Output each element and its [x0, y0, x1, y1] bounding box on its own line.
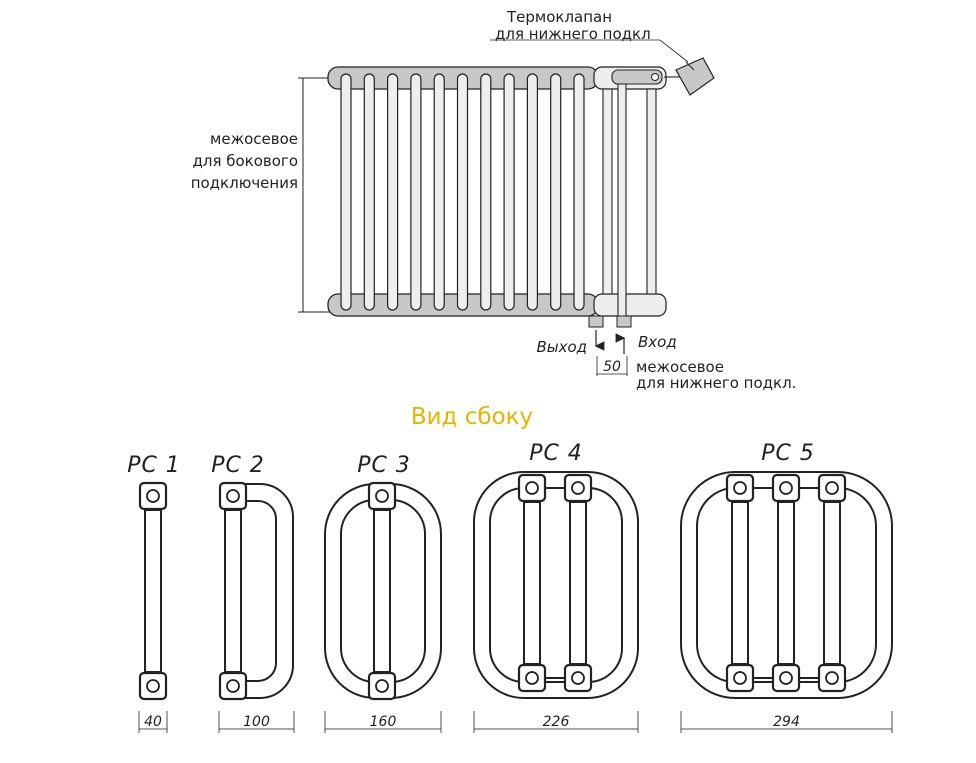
valve-bottom-block [593, 293, 667, 317]
bottom-axis-label-line2: для нижнего подкл. [636, 374, 796, 392]
fitting-hole-icon [375, 489, 389, 503]
fitting-hole-icon [571, 671, 585, 685]
radiator-tube [363, 73, 375, 311]
vertical-tube [569, 501, 587, 665]
loop-outer [473, 471, 639, 699]
radiator-tube [433, 73, 445, 311]
loop-inner [489, 487, 623, 683]
thermostatic-head-leader [685, 61, 695, 71]
thermovalve-label-line1: Термоклапан [506, 8, 612, 26]
bottom-axis-label-line1: межосевое [636, 358, 724, 376]
loop-inner [241, 500, 277, 682]
model-name: PC 4 [529, 441, 583, 466]
radiator-tube [480, 73, 492, 311]
model-name: PC 5 [761, 441, 815, 466]
width-value: 226 [543, 714, 570, 730]
side-axis-label-line2: для бокового [193, 152, 299, 170]
valve-handle [611, 69, 663, 85]
fitting-hole-icon [375, 679, 389, 693]
fitting-hole-icon [525, 481, 539, 495]
thermovalve-leader [490, 39, 689, 63]
fitting-hole-icon [571, 481, 585, 495]
width-value: 294 [773, 714, 800, 730]
thermovalve-label-line2: для нижнего подкл [495, 25, 651, 43]
radiator-tube [387, 73, 399, 311]
width-value: 100 [243, 714, 270, 730]
fitting-hole-icon [779, 481, 793, 495]
thermostatic-head [675, 57, 715, 96]
inlet-stub [616, 315, 632, 328]
side-view-models: PC 1 40 PC 2 100 PC 3 160 PC 4 226 PC 5 294 [127, 441, 893, 733]
valve-riser-left [602, 88, 613, 295]
fitting-hole-icon [825, 671, 839, 685]
model-name: PC 2 [211, 453, 265, 478]
fitting-hole-icon [146, 679, 160, 693]
vertical-tube [777, 501, 795, 665]
fitting-hole-icon [779, 671, 793, 685]
radiator-tube [410, 73, 422, 311]
valve-handle-hole-icon [651, 73, 659, 81]
valve-pipe [617, 83, 627, 323]
vertical-tube [731, 501, 749, 665]
model-pc1: PC 1 40 [127, 453, 181, 733]
outlet-stub [588, 315, 604, 328]
inlet-label: Вход [638, 333, 677, 351]
vertical-tube [224, 509, 242, 673]
width-value: 160 [370, 714, 397, 730]
model-pc5: PC 5 294 [680, 441, 893, 733]
fitting-hole-icon [825, 481, 839, 495]
radiator-tube [573, 73, 585, 311]
radiator-tubes [340, 73, 585, 311]
radiator-tube [340, 73, 352, 311]
valve-riser-right [646, 88, 657, 295]
fitting-hole-icon [226, 489, 240, 503]
model-pc4: PC 4 226 [473, 441, 639, 733]
model-name: PC 3 [357, 453, 411, 478]
vertical-tube [144, 509, 162, 673]
side-view-title: Вид сбоку [411, 404, 533, 430]
side-axis-label-line3: подключения [191, 174, 298, 192]
vertical-tube [823, 501, 841, 665]
width-value: 40 [144, 714, 162, 730]
loop-outer [233, 483, 294, 699]
vertical-tube [373, 509, 391, 673]
radiator-tube [456, 73, 469, 311]
vertical-tube [523, 501, 541, 665]
radiator-tube [503, 73, 515, 311]
model-name: PC 1 [127, 453, 181, 478]
fitting-hole-icon [733, 671, 747, 685]
fitting-hole-icon [525, 671, 539, 685]
fitting-hole-icon [733, 481, 747, 495]
radiator-tube [526, 73, 539, 311]
radiator-tube [550, 73, 562, 311]
side-axis-label-line1: межосевое [210, 130, 298, 148]
fitting-hole-icon [226, 679, 240, 693]
loop-outer [680, 471, 893, 699]
model-pc3: PC 3 160 [324, 453, 442, 733]
bottom-axis-value: 50 [603, 359, 621, 375]
outlet-label: Выход [536, 338, 587, 356]
fitting-hole-icon [146, 489, 160, 503]
front-view: Термоклапан для нижнего подкл межосевое … [191, 8, 797, 392]
model-pc2: PC 2 100 [211, 453, 295, 733]
